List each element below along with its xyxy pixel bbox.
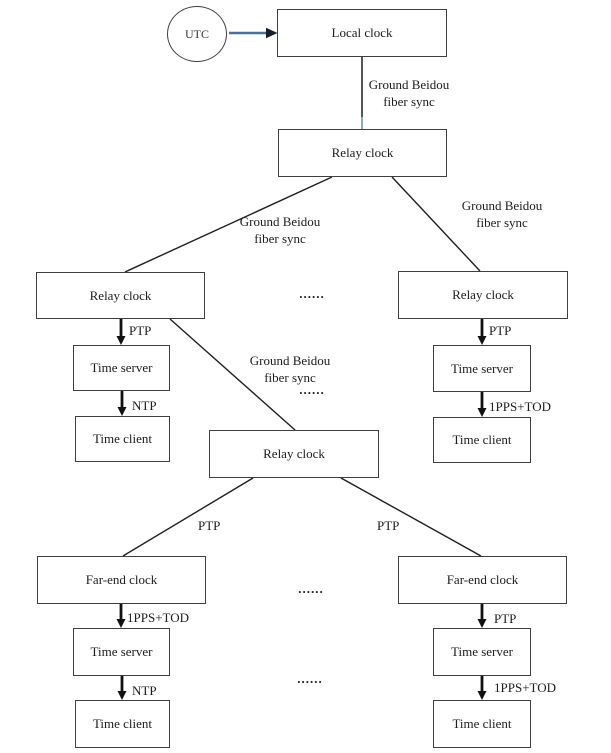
node-utc: UTC	[167, 6, 227, 62]
edge-label-ptp-right-upper: PTP	[489, 323, 512, 338]
ellipsis-between-relay-clocks: ......	[299, 286, 325, 301]
node-time-server-left-lower: Time server	[73, 628, 170, 676]
ellipsis-between-far-end-clocks: ......	[298, 581, 324, 596]
node-time-client-right-upper: Time client	[433, 417, 531, 463]
edge-label-ptp-diagonal-left: PTP	[198, 518, 221, 533]
arrow-farend-timeserver-left	[116, 604, 126, 628]
arrow-farend-timeserver-right	[477, 604, 487, 628]
edge-label-ground-beidou-right: Ground Beidou fiber sync	[461, 198, 543, 230]
arrow-relayright-timeserver	[477, 319, 487, 345]
edge-label-ptp-right-lower: PTP	[494, 611, 517, 626]
arrow-timeserver-timeclient-leftlower	[117, 676, 127, 700]
node-time-server-right-upper: Time server	[433, 345, 531, 392]
edge-label-ground-beidou-middle: Ground Beidou fiber sync	[249, 353, 331, 385]
node-relay-clock-right: Relay clock	[398, 271, 568, 319]
arrow-relayleft-timeserver	[116, 319, 126, 345]
edge-label-ground-beidou-left: Ground Beidou fiber sync	[239, 214, 321, 246]
ellipsis-middle-branch: ......	[299, 382, 325, 397]
arrow-timeserver-timeclient-rightupper	[477, 392, 487, 417]
node-local-clock: Local clock	[277, 9, 447, 57]
node-time-server-right-lower: Time server	[433, 628, 531, 676]
edge-relay-top-right	[391, 176, 481, 272]
edge-label-ground-beidou-top: Ground Beidou fiber sync	[368, 77, 450, 109]
ellipsis-bottom-middle: ......	[297, 671, 323, 686]
node-far-end-clock-left: Far-end clock	[37, 556, 206, 604]
edge-label-ntp-left-lower: NTP	[132, 683, 157, 698]
edge-relay-top-left	[124, 176, 333, 273]
edge-utc-local-clock	[229, 27, 278, 39]
node-time-client-right-lower: Time client	[433, 700, 531, 748]
edge-label-ppstod-left-lower: 1PPS+TOD	[127, 610, 190, 625]
edge-relay-middle-farright	[340, 477, 482, 557]
edge-label-ntp-left-upper: NTP	[132, 398, 157, 413]
arrow-timeserver-timeclient-rightlower	[477, 676, 487, 700]
edge-label-ppstod-right-lower: 1PPS+TOD	[494, 680, 557, 695]
edge-label-ptp-left-upper: PTP	[129, 323, 152, 338]
node-relay-clock-middle: Relay clock	[209, 430, 379, 478]
edge-relay-left-middle	[169, 318, 296, 431]
arrow-timeserver-timeclient-leftupper	[117, 391, 127, 416]
node-far-end-clock-right: Far-end clock	[398, 556, 567, 604]
edge-label-ptp-diagonal-right: PTP	[377, 518, 400, 533]
node-time-client-left-lower: Time client	[75, 700, 170, 748]
node-time-client-left-upper: Time client	[75, 416, 170, 462]
node-relay-clock-top: Relay clock	[278, 129, 447, 177]
node-relay-clock-left: Relay clock	[36, 272, 205, 319]
edge-relay-middle-farleft	[122, 477, 254, 557]
edge-label-ppstod-right-upper: 1PPS+TOD	[489, 399, 552, 414]
node-time-server-left-upper: Time server	[73, 345, 170, 391]
